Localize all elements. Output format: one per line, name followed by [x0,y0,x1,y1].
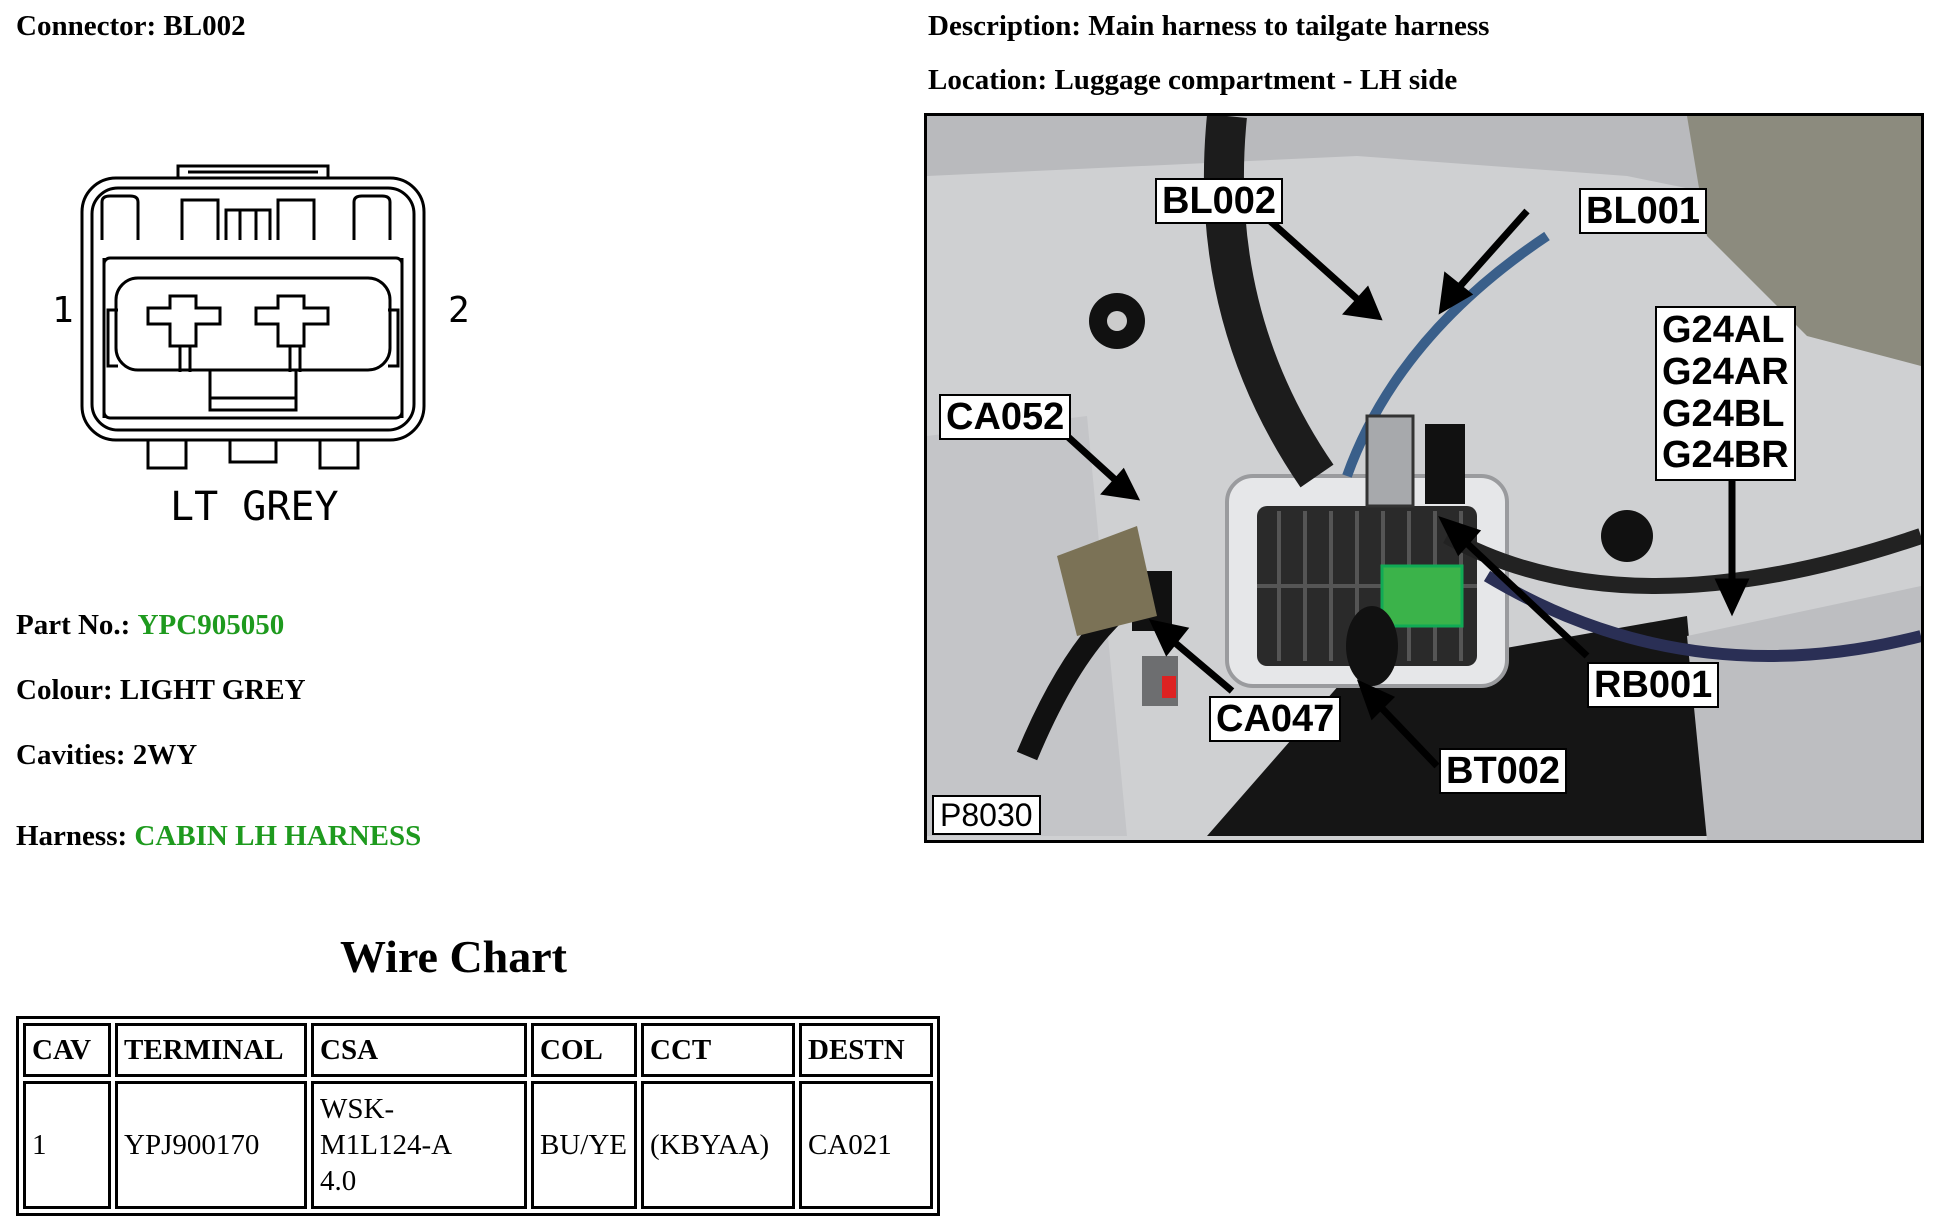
colour-value: LIGHT GREY [119,674,306,706]
callout-rb001: RB001 [1587,662,1720,708]
cavities-line: Cavities: 2WY [16,741,197,770]
cell-csa: WSK- M1L124-A 4.0 [311,1081,527,1209]
cell-terminal: YPJ900170 [115,1081,307,1209]
cavities-value: 2WY [132,739,198,771]
harness-line: Harness: CABIN LH HARNESS [16,822,421,851]
description-value: Main harness to tailgate harness [1088,10,1490,42]
col-header-cav: CAV [23,1023,111,1077]
col-header-destn: DESTN [799,1023,933,1077]
cell-destn: CA021 [799,1081,933,1209]
pin-1-label: 1 [52,290,74,331]
cell-csa-line-3: 4.0 [320,1165,357,1198]
callout-bl001: BL001 [1579,188,1708,234]
col-header-col: COL [531,1023,637,1077]
callout-ca052: CA052 [939,394,1072,440]
location-label: Location: [928,64,1048,96]
table-row: 1 YPJ900170 WSK- M1L124-A 4.0 BU/YE (KBY… [23,1081,933,1209]
callout-ca047: CA047 [1209,696,1342,742]
photo-reference: P8030 [932,795,1041,835]
colour-line: Colour: LIGHT GREY [16,676,306,705]
cell-cav: 1 [23,1081,111,1209]
callout-g24al: G24AL [1662,309,1785,351]
wire-chart-table: CAV TERMINAL CSA COL CCT DESTN 1 YPJ9001… [16,1016,940,1216]
description-label: Description: [928,10,1082,42]
location-line: Location: Luggage compartment - LH side [928,66,1457,95]
part-no-value[interactable]: YPC905050 [137,609,285,641]
table-header-row: CAV TERMINAL CSA COL CCT DESTN [23,1023,933,1077]
pin-2-label: 2 [448,290,470,331]
callout-bl002: BL002 [1155,178,1284,224]
col-header-csa: CSA [311,1023,527,1077]
cavities-label: Cavities: [16,739,126,771]
location-photo: BL002 BL001 G24AL G24AR G24BL G24BR CA05… [924,113,1924,843]
callout-g24ar: G24AR [1662,350,1789,393]
harness-value[interactable]: CABIN LH HARNESS [134,820,422,852]
cell-csa-line-1: WSK- [320,1092,395,1125]
part-no-line: Part No.: YPC905050 [16,611,284,640]
cell-col: BU/YE [531,1081,637,1209]
connector-line: Connector: BL002 [16,12,246,41]
colour-label: Colour: [16,674,113,706]
cell-csa-line-2: M1L124-A [320,1128,453,1161]
description-line: Description: Main harness to tailgate ha… [928,12,1489,41]
col-header-terminal: TERMINAL [115,1023,307,1077]
diagram-colour-label: LT GREY [170,484,339,530]
connector-value: BL002 [163,10,246,42]
callout-g24br: G24BR [1662,434,1789,477]
harness-label: Harness: [16,820,128,852]
connector-label: Connector: [16,10,157,42]
location-value: Luggage compartment - LH side [1054,64,1458,96]
callout-bt002: BT002 [1439,748,1568,794]
callout-g24-group: G24AL G24AR G24BL G24BR [1655,306,1796,482]
callout-g24bl: G24BL [1662,392,1785,435]
cell-cct: (KBYAA) [641,1081,795,1209]
col-header-cct: CCT [641,1023,795,1077]
part-no-label: Part No.: [16,609,131,641]
connector-face-diagram: 1 2 LT GREY [52,164,470,530]
wire-chart-title: Wire Chart [340,931,567,982]
